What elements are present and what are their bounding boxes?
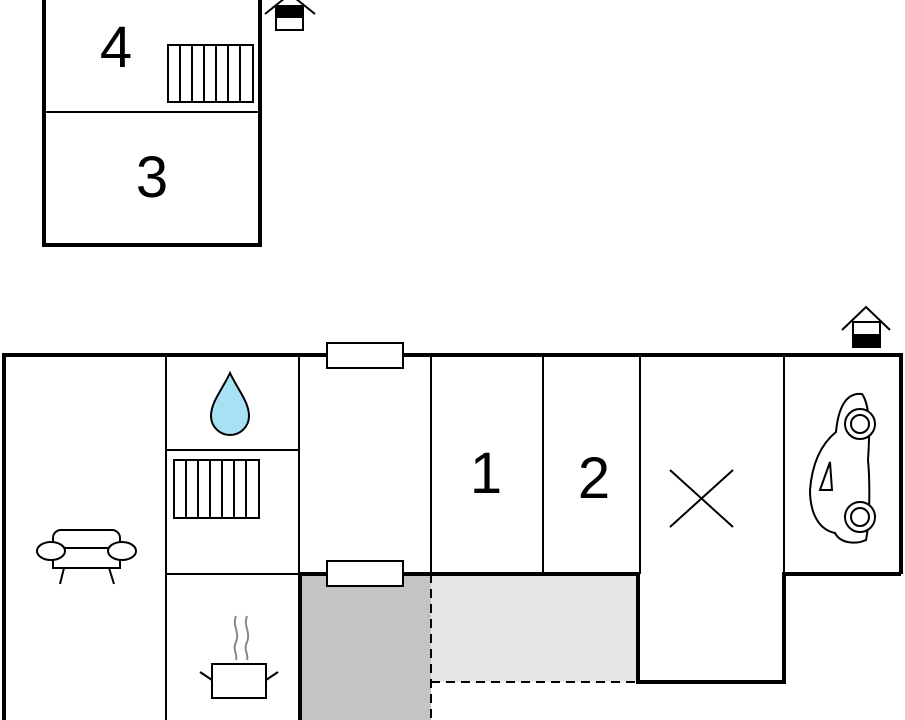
water-drop-icon	[209, 370, 251, 436]
window-icon	[326, 560, 404, 587]
room-3-label: 3	[136, 145, 168, 210]
house-entrance-icon	[264, 0, 316, 31]
sofa-icon	[36, 529, 137, 585]
upper-floor: 4 3	[42, 0, 316, 247]
cross-icon	[669, 469, 734, 528]
terrace-dark	[300, 574, 431, 720]
room-2-label: 2	[578, 446, 610, 511]
terrace-light	[431, 574, 638, 682]
upper-floor-outline	[42, 0, 262, 247]
room-4-label: 4	[100, 15, 132, 80]
cooking-pot-icon	[199, 615, 279, 699]
room-1-label: 1	[470, 441, 502, 506]
car-icon	[808, 392, 876, 544]
ground-floor: 1 2	[2, 305, 903, 720]
window-icon	[326, 342, 404, 369]
stairs-icon	[173, 459, 260, 519]
house-entrance-icon	[841, 305, 891, 348]
stairs-icon	[167, 44, 254, 103]
